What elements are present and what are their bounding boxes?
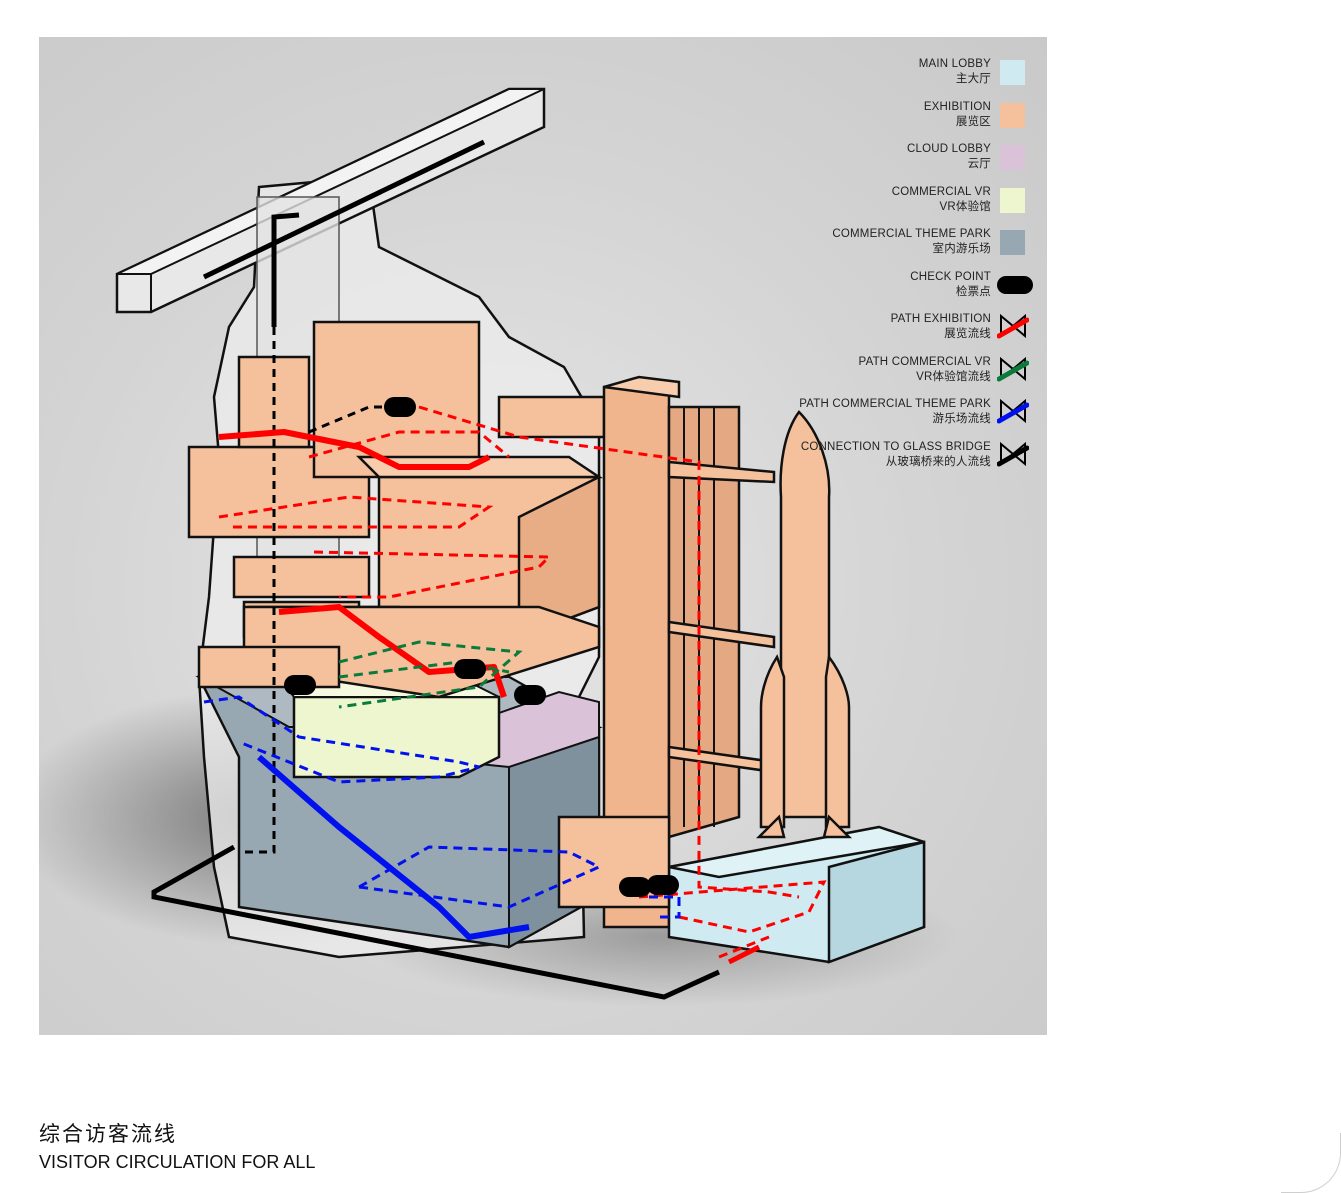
main-lobby-volume [557, 815, 926, 964]
checkpoint-4 [514, 685, 546, 705]
legend-cloud-lobby: CLOUD LOBBY 云厅 [799, 142, 1039, 178]
legend-label-cn: 展览流线 [944, 328, 991, 340]
legend-label-cn: 从玻璃桥来的人流线 [885, 456, 991, 468]
page-corner [1281, 1133, 1341, 1193]
checkpoint-pill-icon [997, 272, 1033, 298]
legend-label-cn: 主大厅 [955, 73, 991, 85]
checkpoint-6 [647, 875, 679, 895]
legend-path-vr: PATH COMMERCIAL VR VR体验馆流线 [799, 355, 1039, 391]
path-theme-park [203, 695, 681, 919]
checkpoint-2 [454, 659, 486, 679]
legend-label-cn: VR体验馆流线 [916, 371, 991, 383]
legend-label-cn: 室内游乐场 [932, 243, 991, 255]
caption: 综合访客流线 VISITOR CIRCULATION FOR ALL [39, 1120, 315, 1174]
checkpoints [284, 397, 679, 897]
legend-label-en: COMMERCIAL THEME PARK [832, 228, 991, 240]
legend-label-en: CLOUD LOBBY [906, 143, 991, 155]
path-arrow-icon [997, 442, 1029, 468]
path-arrow-icon [997, 314, 1029, 340]
legend-label-en: CHECK POINT [910, 271, 991, 283]
square-swatch-icon [1000, 229, 1025, 255]
square-swatch-icon [1000, 187, 1025, 213]
path-glass-bridge-dashed [239, 327, 389, 854]
checkpoint-1 [384, 397, 416, 417]
square-swatch-icon [1000, 102, 1025, 128]
legend-check-point: CHECK POINT 检票点 [799, 270, 1039, 306]
legend-label-cn: 展览区 [955, 116, 991, 128]
legend-label-en: COMMERCIAL VR [891, 186, 991, 198]
axonometric-diagram [39, 87, 959, 1007]
legend-path-exhibition: PATH EXHIBITION 展览流线 [799, 312, 1039, 348]
checkpoint-5 [619, 877, 651, 897]
path-glass-bridge [151, 139, 721, 1000]
legend-label-cn: 云厅 [967, 158, 991, 170]
checkpoint-3 [284, 675, 316, 695]
caption-title-cn: 综合访客流线 [39, 1122, 177, 1146]
legend-main-lobby: MAIN LOBBY 主大厅 [799, 57, 1039, 93]
legend-commercial-vr: COMMERCIAL VR VR体验馆 [799, 185, 1039, 221]
path-arrow-icon [997, 399, 1029, 425]
legend-label-en: CONNECTION TO GLASS BRIDGE [800, 441, 991, 453]
caption-title-en: VISITOR CIRCULATION FOR ALL [39, 1152, 316, 1172]
square-swatch-icon [1000, 144, 1025, 170]
path-exhibition-exit [727, 944, 761, 965]
legend-label-en: PATH COMMERCIAL THEME PARK [799, 398, 991, 410]
legend-label-en: PATH EXHIBITION [890, 313, 991, 325]
legend-label-cn: 游乐场流线 [932, 413, 991, 425]
diagram-panel: MAIN LOBBY 主大厅 EXHIBITION 展览区 CLOUD LOBBY 云… [39, 37, 1047, 1035]
legend-label-en: PATH COMMERCIAL VR [858, 356, 991, 368]
legend-theme-park: COMMERCIAL THEME PARK 室内游乐场 [799, 227, 1039, 263]
square-swatch-icon [1000, 59, 1025, 85]
path-exhibition-dashed [218, 405, 827, 959]
path-theme-park-solid [257, 754, 530, 940]
legend-exhibition: EXHIBITION 展览区 [799, 100, 1039, 136]
path-arrow-icon [997, 357, 1029, 383]
rocket [755, 410, 853, 839]
legend-path-glass-bridge: CONNECTION TO GLASS BRIDGE 从玻璃桥来的人流线 [799, 440, 1039, 476]
legend-label-en: EXHIBITION [923, 101, 991, 113]
launch-tower [497, 375, 776, 929]
legend-path-theme-park: PATH COMMERCIAL THEME PARK 游乐场流线 [799, 397, 1039, 433]
legend-label-cn: 检票点 [955, 286, 991, 298]
legend-label-en: MAIN LOBBY [918, 58, 991, 70]
legend-label-cn: VR体验馆 [939, 201, 991, 213]
